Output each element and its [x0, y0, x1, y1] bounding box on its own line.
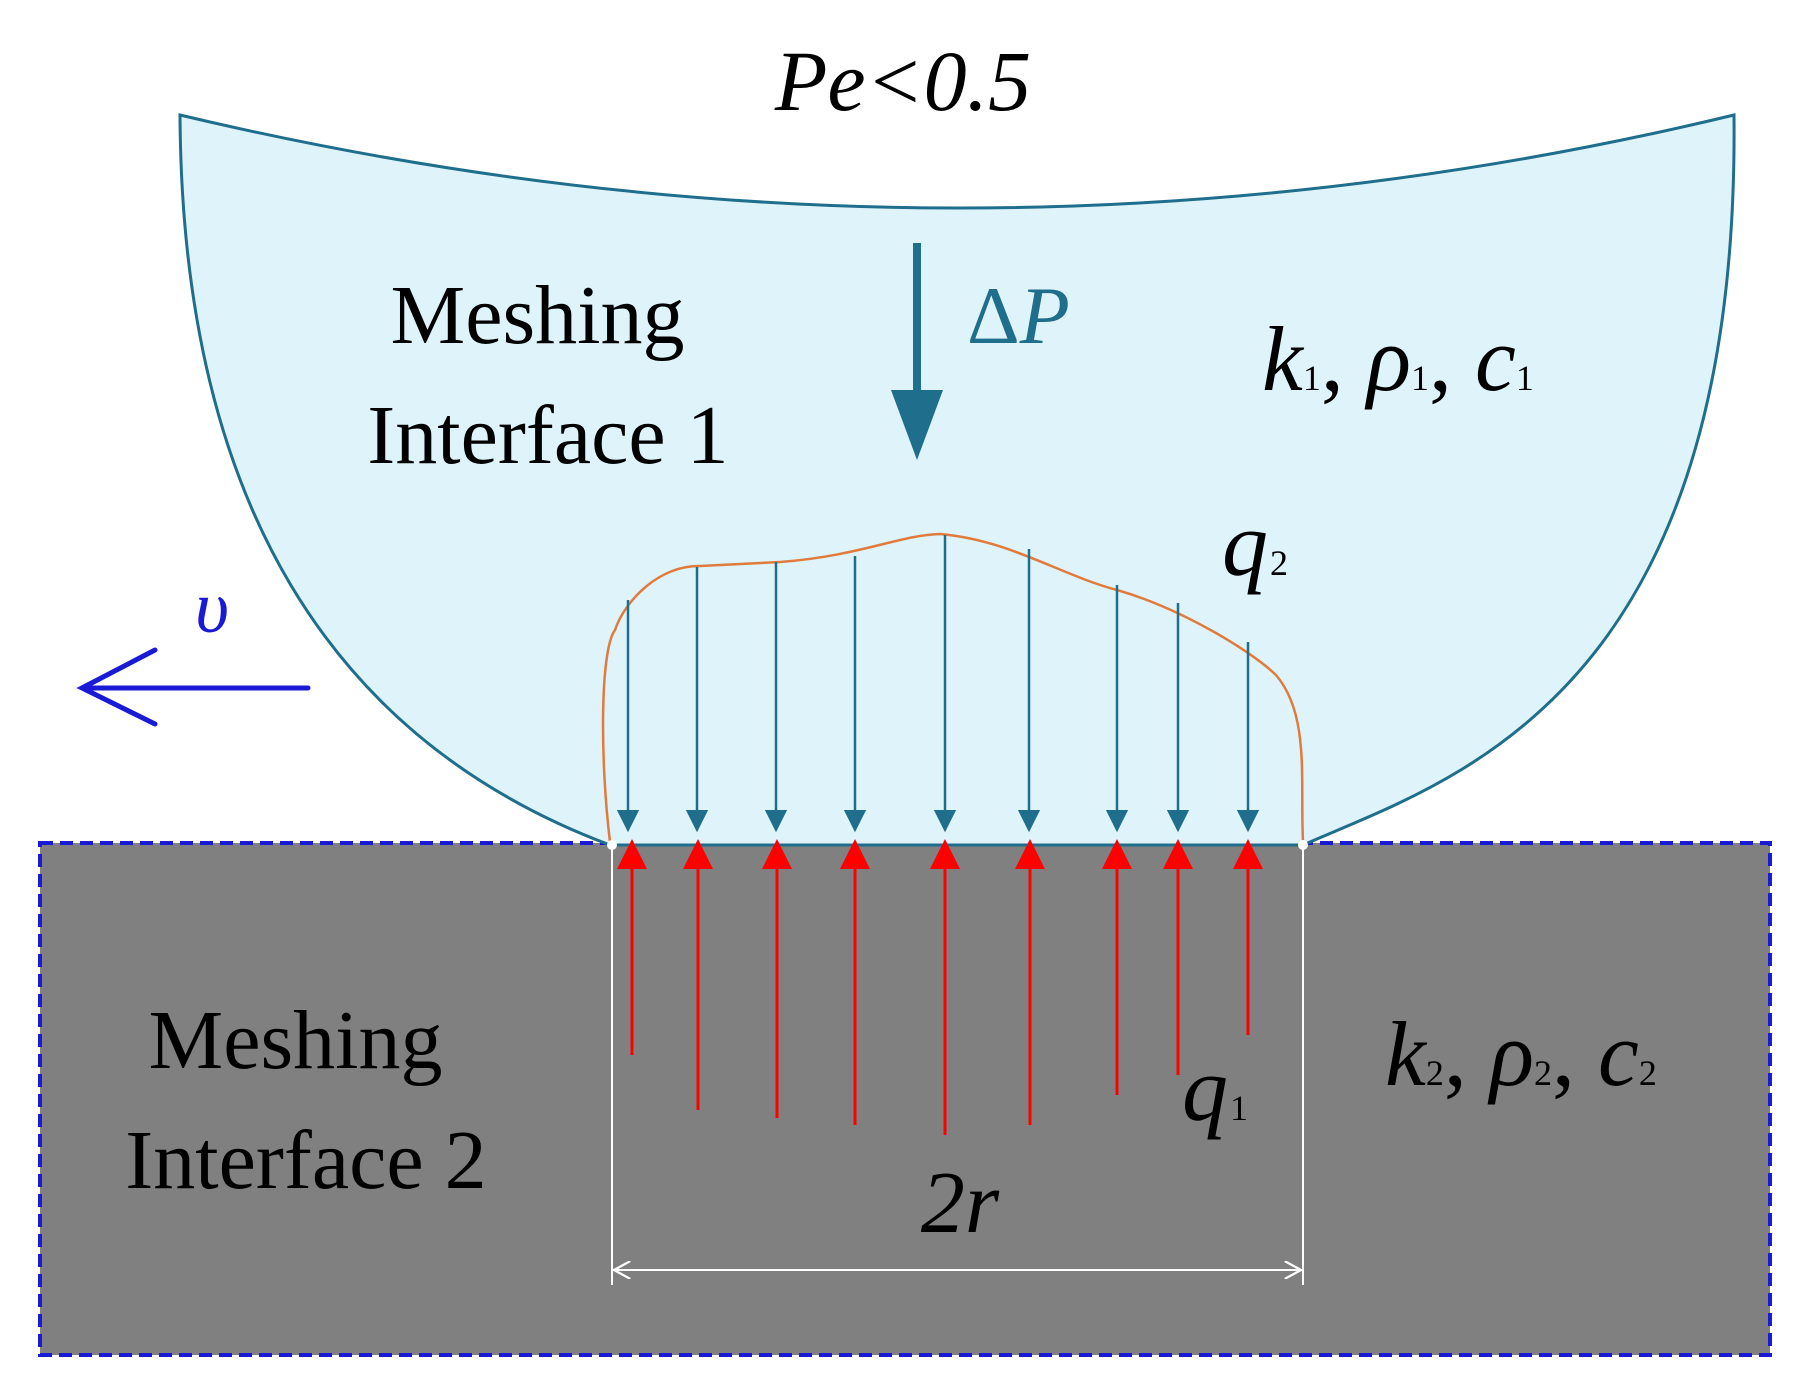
heat-flux-curve — [601, 532, 1305, 843]
load-arrow — [891, 243, 943, 460]
contact-point-right — [1298, 840, 1308, 850]
q2-arrows — [616, 535, 1260, 833]
lower-body-label: Meshing Interface 2 — [125, 994, 486, 1207]
upper-body-label: Meshing Interface 1 — [367, 269, 728, 482]
contact-width-label: 2r — [921, 1155, 1000, 1252]
upper-body — [178, 113, 1736, 847]
contact-width-dimension — [611, 845, 1304, 1285]
velocity-arrow — [76, 647, 311, 727]
upper-material-properties: k1, ρ1, c1 — [1262, 308, 1534, 410]
q1-arrows — [617, 839, 1263, 1135]
velocity-label: υ — [195, 567, 229, 649]
lower-material-properties: k2, ρ2, c2 — [1385, 1003, 1657, 1105]
q2-label: q2 — [1222, 493, 1288, 595]
contact-point-left — [607, 840, 617, 850]
load-label: ΔP — [967, 270, 1070, 361]
title: Pe<0.5 — [774, 33, 1031, 129]
q1-label: q1 — [1182, 1038, 1248, 1140]
